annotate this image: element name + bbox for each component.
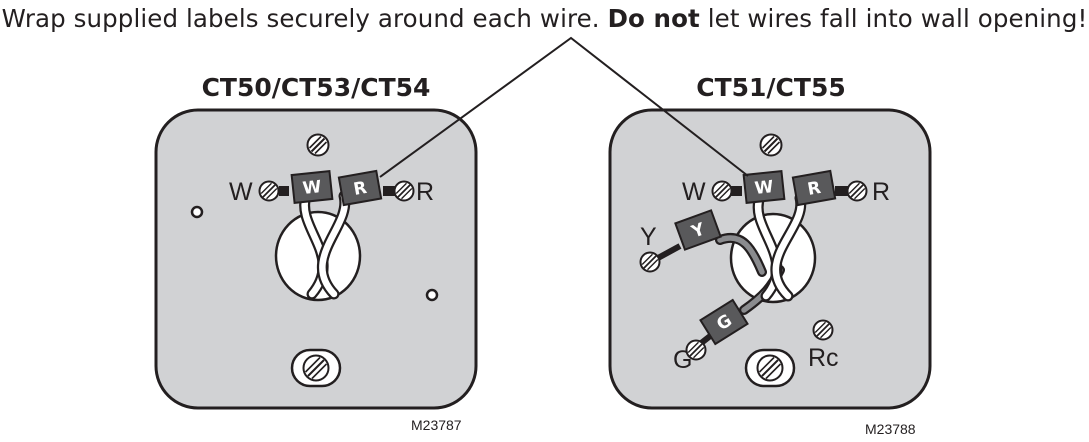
left-wallplate: CT50/CT53/CT54 W R W R M23787 bbox=[154, 73, 478, 433]
left-terminal-r-screw-icon bbox=[393, 180, 415, 202]
left-bottom-mount-icon bbox=[290, 348, 342, 388]
right-terminal-r-screw-icon bbox=[846, 180, 868, 202]
caption-leader-lines bbox=[379, 36, 749, 178]
instruction-caption: Wrap supplied labels securely around eac… bbox=[0, 4, 1089, 33]
instruction-text: Wrap supplied labels securely around eac… bbox=[1, 4, 608, 33]
left-tag-r: R bbox=[337, 169, 383, 207]
left-mount-hole-2 bbox=[425, 288, 439, 302]
right-terminal-y-screw-icon bbox=[639, 251, 661, 273]
instruction-emphasis: Do not bbox=[607, 4, 700, 33]
right-tag-r: R bbox=[791, 169, 837, 207]
right-terminal-r-label: R bbox=[872, 178, 890, 206]
right-tag-r-text: R bbox=[806, 178, 822, 200]
left-terminal-w-label: W bbox=[229, 178, 253, 206]
left-plate-title: CT50/CT53/CT54 bbox=[202, 73, 431, 102]
right-tag-y: Y bbox=[674, 209, 722, 251]
left-terminal-r-label: R bbox=[416, 178, 434, 206]
left-mount-hole bbox=[190, 205, 204, 219]
right-terminal-w-screw-icon bbox=[711, 180, 733, 202]
left-terminal-w-screw-icon bbox=[258, 180, 280, 202]
right-tag-w: W bbox=[742, 169, 786, 205]
left-tag-w-text: W bbox=[302, 177, 323, 199]
right-plate-title: CT51/CT55 bbox=[696, 73, 846, 102]
left-tag-w: W bbox=[290, 169, 334, 205]
left-figure-number: M23787 bbox=[411, 417, 462, 433]
right-terminal-rc-label: Rc bbox=[808, 344, 839, 372]
right-terminal-rc-screw-icon bbox=[812, 319, 834, 341]
right-wallplate: CT51/CT55 W R W R Y bbox=[608, 73, 932, 437]
right-terminal-w-label: W bbox=[682, 178, 706, 206]
right-terminal-g-screw-icon bbox=[685, 339, 707, 361]
right-tag-g: G bbox=[699, 298, 749, 346]
left-top-screw-icon bbox=[306, 133, 330, 157]
instruction-text-end: let wires fall into wall opening! bbox=[699, 4, 1088, 33]
left-tag-r-text: R bbox=[352, 178, 368, 200]
right-bottom-mount-icon bbox=[744, 348, 796, 388]
right-top-screw-icon bbox=[759, 133, 783, 157]
right-figure-number: M23788 bbox=[865, 421, 916, 437]
right-tag-w-text: W bbox=[754, 177, 775, 199]
right-terminal-y-label: Y bbox=[640, 223, 657, 251]
